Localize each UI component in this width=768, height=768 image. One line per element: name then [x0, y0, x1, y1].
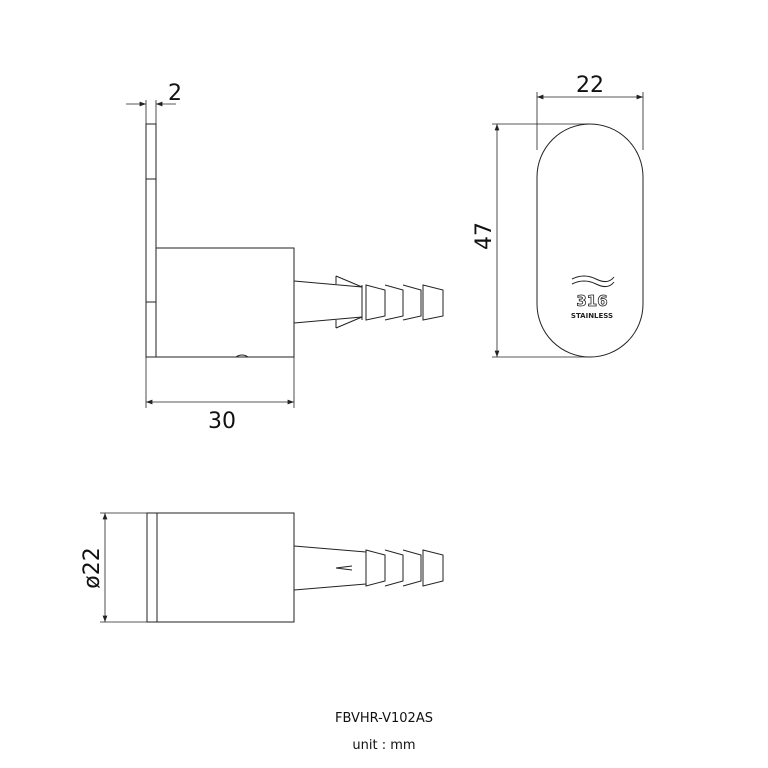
unit-label: unit : mm	[352, 738, 415, 753]
dim-depth: 30	[208, 409, 236, 434]
logo-word: STAINLESS	[571, 312, 613, 320]
side-view: 2 30	[126, 81, 444, 434]
mounting-plate	[145, 123, 157, 358]
bottom-view: ø22	[80, 512, 444, 623]
dim-width: 22	[576, 73, 604, 98]
dim-diameter: ø22	[80, 547, 105, 588]
logo-number: 316	[576, 292, 607, 310]
316-stainless-logo: 316 STAINLESS	[571, 275, 615, 320]
model-number: FBVHR-V102AS	[335, 711, 433, 726]
oval-plate	[536, 123, 644, 358]
barb-fitting	[293, 275, 444, 329]
barb-fitting-bottom	[293, 545, 444, 591]
hook-body-bottom	[146, 512, 295, 623]
dim-plate-thickness: 2	[168, 81, 182, 106]
hook-body	[155, 247, 295, 358]
dim-height: 47	[472, 222, 497, 250]
front-view: 316 STAINLESS 22 47	[472, 73, 644, 358]
